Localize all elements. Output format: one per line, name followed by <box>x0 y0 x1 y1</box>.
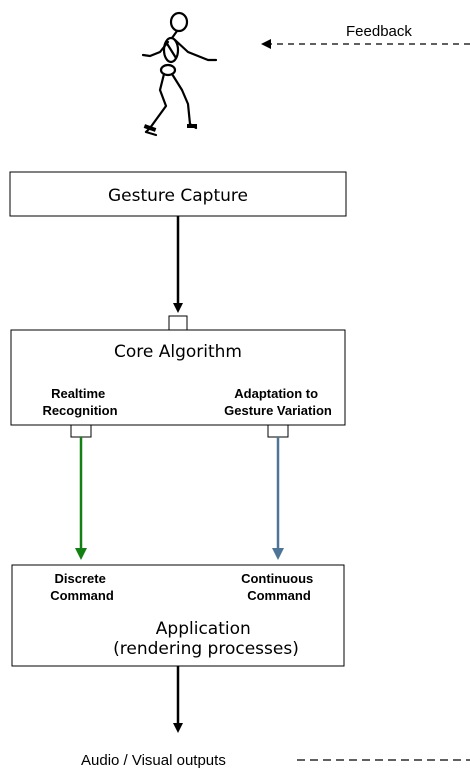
core-input-port <box>168 315 188 331</box>
adaptation-label: Adaptation to Gesture Variation <box>224 386 332 418</box>
feedback-label: Feedback <box>346 23 412 40</box>
gesture-capture-title: Gesture Capture <box>108 186 248 206</box>
figure-foot-right <box>187 124 197 128</box>
continuous-command-label: Continuous Command <box>241 571 317 603</box>
realtime-recognition-port <box>70 424 92 438</box>
figure-foot-left <box>143 124 157 132</box>
application-title: Application (rendering processes) <box>113 619 299 659</box>
gesture-capture-box <box>9 171 347 217</box>
core-algorithm-box <box>10 329 346 426</box>
audio-visual-outputs-label: Audio / Visual outputs <box>81 752 226 769</box>
realtime-recognition-label: Realtime Recognition <box>42 386 117 418</box>
stick-figure-icon <box>141 11 218 137</box>
adaptation-port <box>267 424 289 438</box>
core-algorithm-title: Core Algorithm <box>114 342 242 362</box>
discrete-command-label: Discrete Command <box>50 571 114 603</box>
